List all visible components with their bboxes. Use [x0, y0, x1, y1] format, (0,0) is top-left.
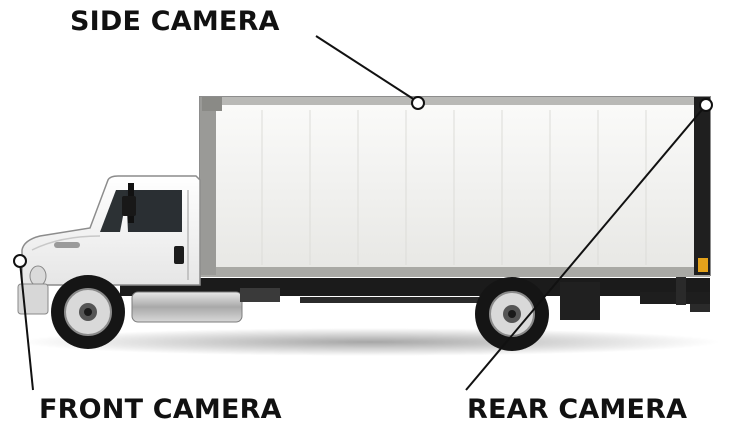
side-camera-marker-icon — [412, 97, 424, 109]
rear-bumper — [640, 292, 710, 304]
front-wheel — [51, 275, 125, 349]
front-camera-label: FRONT CAMERA — [39, 396, 282, 423]
drive-shaft — [300, 297, 490, 303]
battery-box — [240, 288, 280, 302]
ground-shadow — [20, 328, 720, 356]
cargo-box — [200, 97, 710, 277]
rear-camera-label: REAR CAMERA — [467, 396, 687, 423]
rear-wheel — [475, 277, 549, 351]
rear-post — [676, 275, 686, 305]
side-camera-label: SIDE CAMERA — [70, 8, 280, 35]
rear-step — [690, 304, 710, 312]
rear-camera-marker-icon — [700, 99, 712, 111]
front-camera-marker-icon — [14, 255, 26, 267]
mud-flap — [560, 282, 600, 320]
fuel-tank — [132, 292, 242, 322]
truck-illustration — [18, 97, 720, 356]
side-camera-leader-line — [316, 36, 418, 102]
